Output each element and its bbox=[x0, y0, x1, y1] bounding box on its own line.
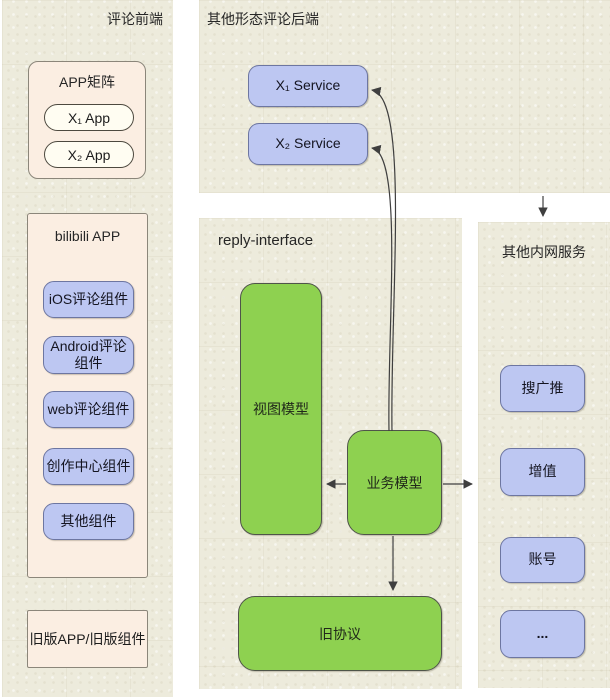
component-box-android: Android评论组件 bbox=[43, 336, 134, 374]
panel-title-other-backend: 其他形态评论后端 bbox=[207, 11, 319, 27]
x1-app-pill: X₁ App bbox=[44, 104, 134, 131]
panel-other-backend: 其他形态评论后端 X₁ Service X₂ Service bbox=[199, 0, 610, 193]
component-box-other: 其他组件 bbox=[43, 503, 134, 540]
view-model-box: 视图模型 bbox=[240, 283, 322, 535]
intranet-box-value-added: 增值 bbox=[500, 448, 585, 496]
panel-comment-frontend: 评论前端 APP矩阵 X₁ App X₂ App bilibili APP iO… bbox=[2, 0, 173, 697]
component-box-ios: iOS评论组件 bbox=[43, 281, 134, 318]
intranet-box-search-ads-rec: 搜广推 bbox=[500, 365, 585, 412]
bilibili-app-box: bilibili APP iOS评论组件 Android评论组件 web评论组件… bbox=[27, 213, 148, 578]
bilibili-app-title: bilibili APP bbox=[54, 228, 121, 244]
old-protocol-box: 旧协议 bbox=[238, 596, 442, 671]
panel-title-intranet-services: 其他内网服务 bbox=[502, 244, 586, 260]
panel-reply-interface: reply-interface 视图模型 业务模型 旧协议 bbox=[199, 218, 462, 689]
panel-title-reply-interface: reply-interface bbox=[218, 232, 314, 249]
x2-app-pill: X₂ App bbox=[44, 141, 134, 168]
intranet-box-ellipsis: ... bbox=[500, 610, 585, 658]
panel-intranet-services: 其他内网服务 搜广推 增值 账号 ... bbox=[478, 222, 610, 688]
business-model-box: 业务模型 bbox=[347, 430, 442, 535]
legacy-app-box: 旧版APP/旧版组件 bbox=[27, 610, 148, 668]
x2-service-box: X₂ Service bbox=[248, 123, 368, 165]
component-box-web: web评论组件 bbox=[43, 391, 134, 428]
x1-service-box: X₁ Service bbox=[248, 65, 368, 107]
app-matrix-box: APP矩阵 X₁ App X₂ App bbox=[28, 61, 146, 179]
app-matrix-title: APP矩阵 bbox=[58, 74, 115, 90]
intranet-box-account: 账号 bbox=[500, 537, 585, 583]
panel-title-comment-frontend: 评论前端 bbox=[107, 11, 163, 27]
component-box-creator-center: 创作中心组件 bbox=[43, 448, 134, 485]
